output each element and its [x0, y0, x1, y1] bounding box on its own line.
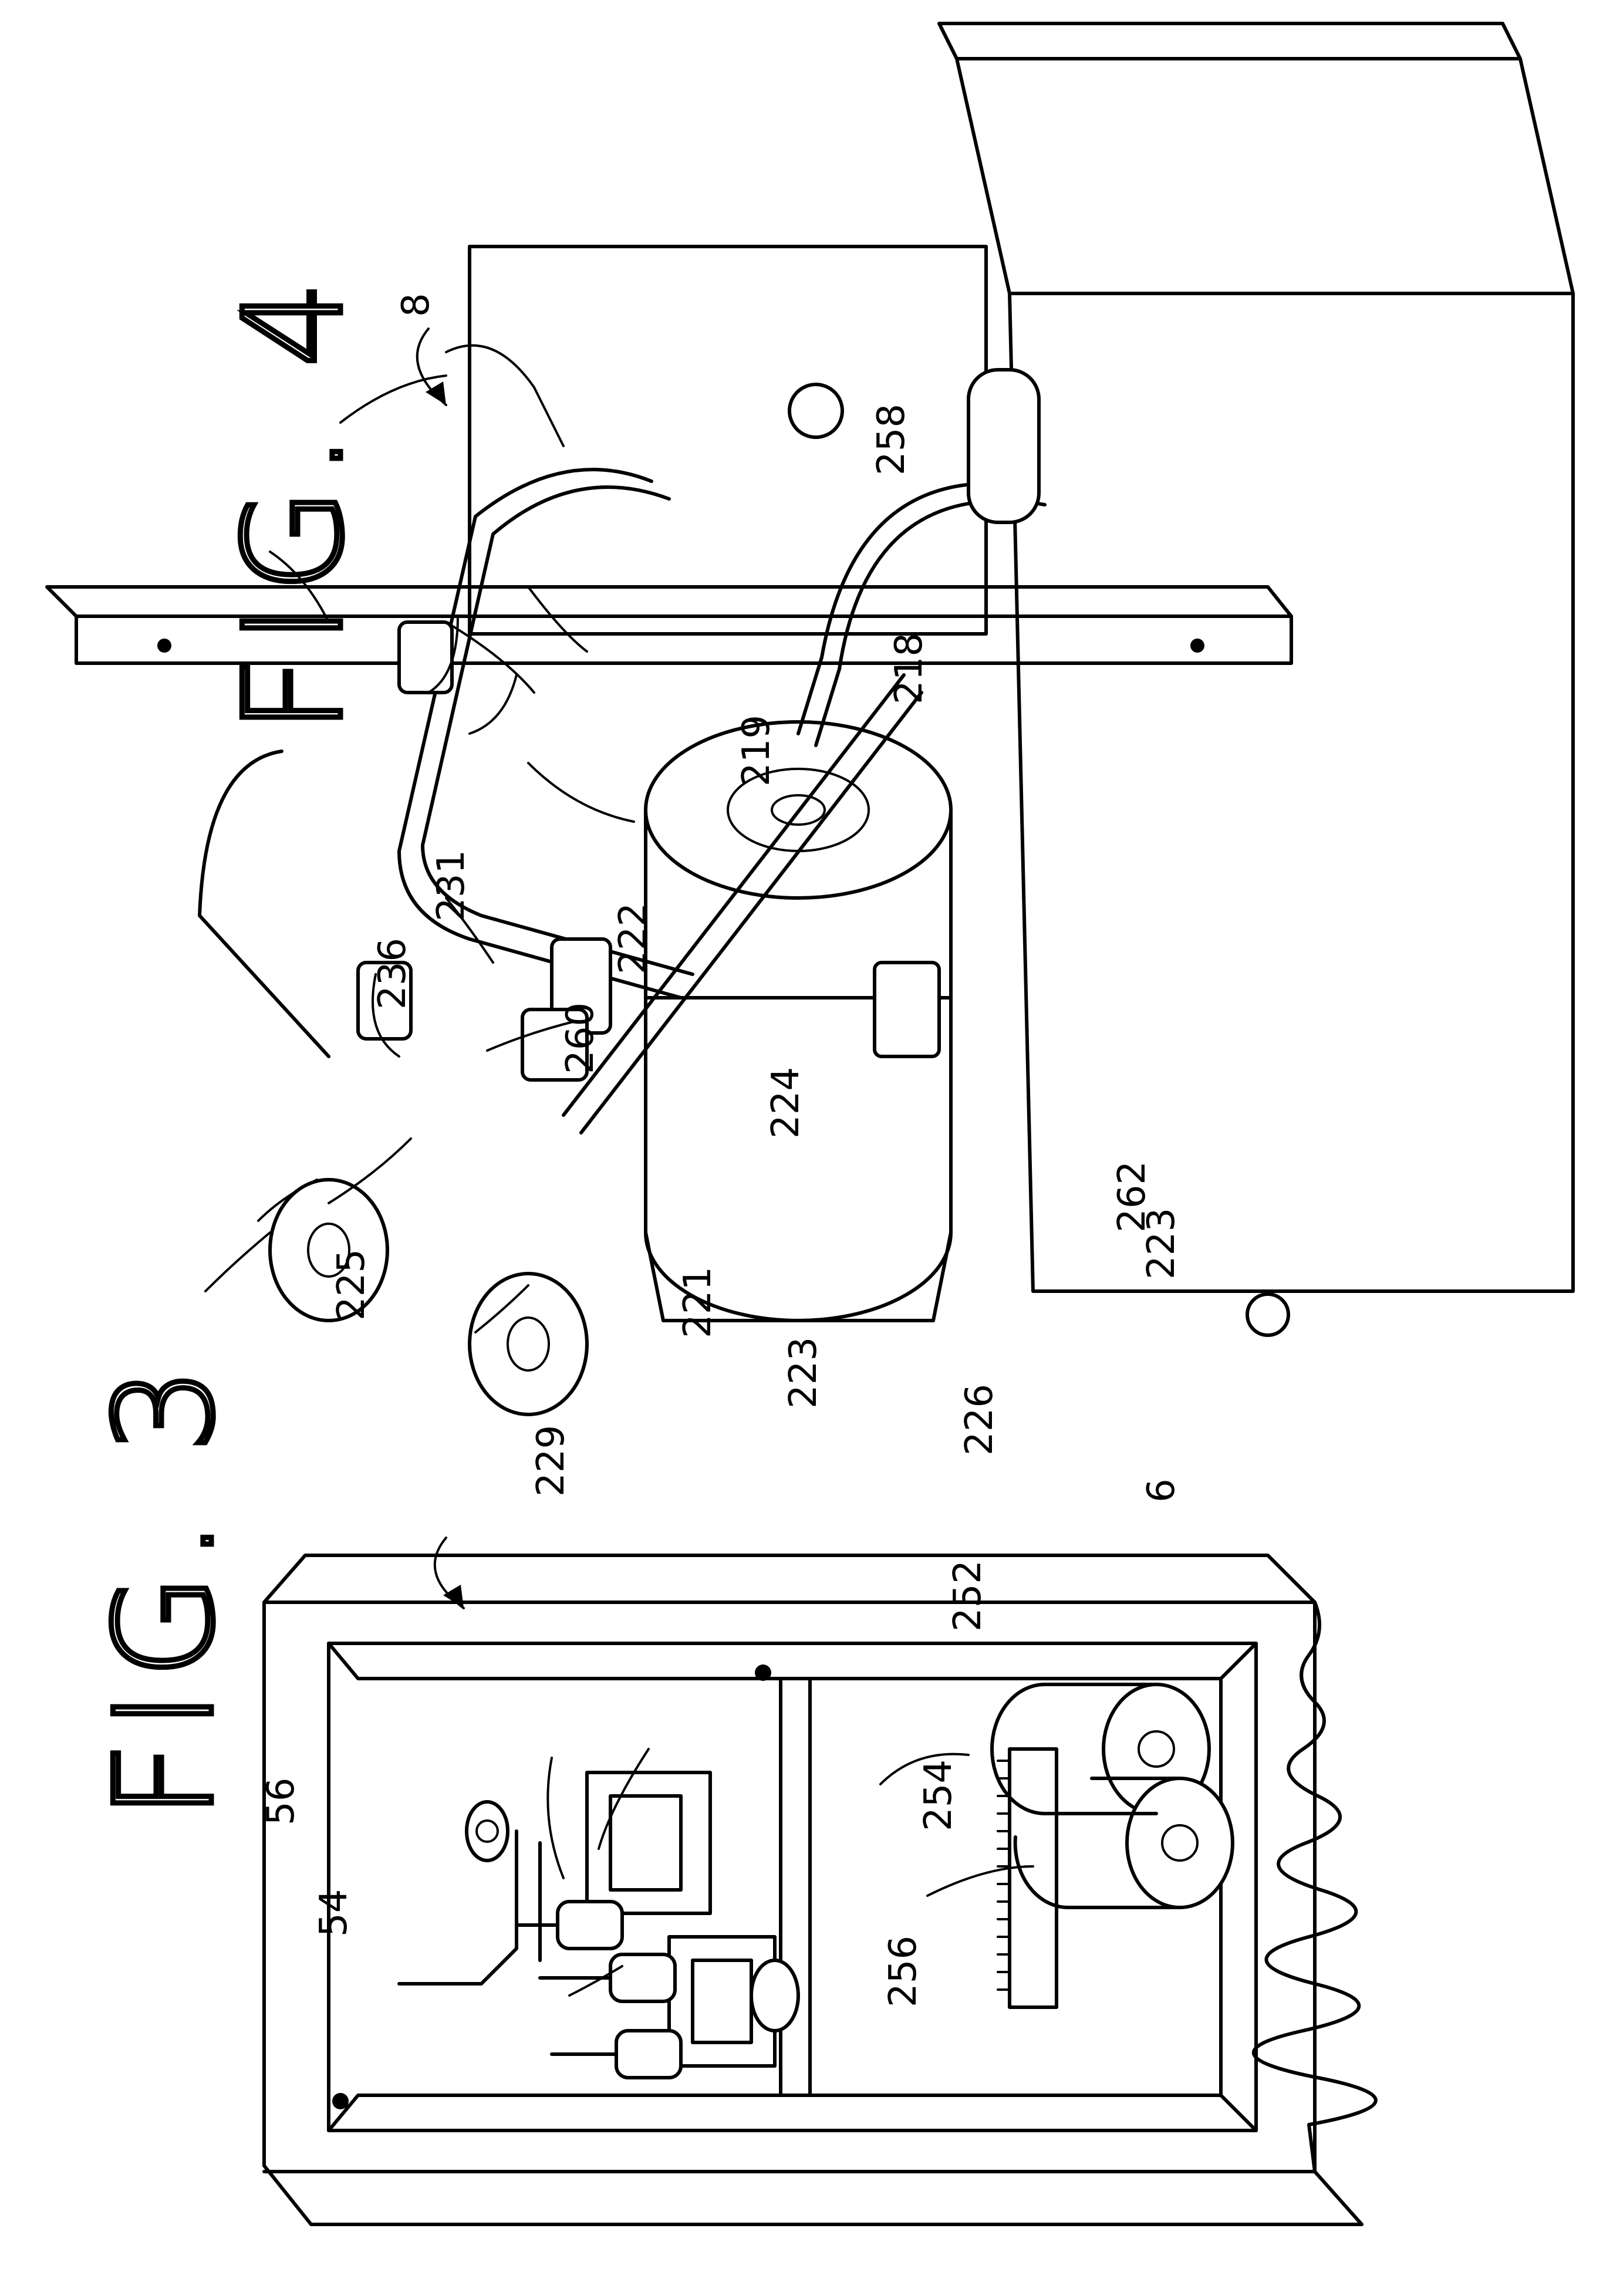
label-256: 256	[882, 1936, 925, 2007]
label-224: 224	[764, 1067, 808, 1139]
fig3-title: FIG. 3	[87, 1355, 244, 1819]
figure-ref-arrows	[416, 327, 465, 1609]
leader-lines	[204, 344, 1034, 1997]
label-252: 252	[946, 1560, 990, 1632]
label-254: 254	[917, 1760, 960, 1831]
label-236: 236	[371, 938, 414, 1009]
label-218: 218	[887, 633, 931, 704]
figure-titles: FIG. 3 FIG. 4 6 8	[85, 267, 1184, 1822]
fig4-title: FIG. 4	[216, 269, 373, 734]
label-260: 260	[559, 1002, 602, 1074]
label-54: 54	[312, 1889, 356, 1937]
label-56: 56	[259, 1778, 303, 1825]
label-229: 229	[529, 1425, 573, 1497]
label-222: 222	[612, 903, 655, 974]
label-258: 258	[870, 404, 913, 475]
fig3-cabinet	[262, 1554, 1378, 2226]
label-221: 221	[676, 1267, 720, 1338]
label-223-right: 223	[1140, 1208, 1183, 1279]
fig3-ref-number: 6	[1140, 1478, 1183, 1502]
reference-labels: 54 56 252 254 256 258 218 219 231 236 22…	[259, 404, 1183, 2007]
label-231: 231	[430, 850, 473, 921]
label-223-lower: 223	[782, 1337, 825, 1409]
label-226: 226	[958, 1384, 1001, 1456]
fig4-assembly	[45, 22, 1575, 1416]
label-262: 262	[1111, 1161, 1154, 1233]
label-225: 225	[330, 1249, 373, 1321]
label-219: 219	[735, 715, 778, 786]
fig4-ref-number: 8	[394, 293, 438, 317]
